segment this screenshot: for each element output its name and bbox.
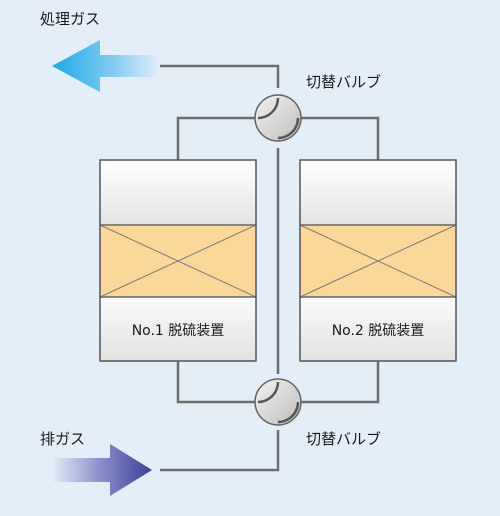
bottom-left-pipe: [176, 361, 258, 404]
inlet-pipe: [160, 430, 280, 472]
bottom-valve-label: 切替バルブ: [306, 430, 381, 448]
treated-gas-arrow: [52, 40, 160, 92]
unit1-vessel: [99, 159, 257, 362]
outlet-pipe: [160, 64, 280, 88]
bottom-right-pipe: [298, 361, 380, 404]
unit2-vessel: [299, 159, 457, 362]
exhaust-gas-label: 排ガス: [40, 430, 85, 448]
top-right-pipe: [298, 116, 380, 160]
bottom-switching-valve: [254, 378, 302, 426]
top-switching-valve: [254, 94, 302, 142]
unit2-label: No.2 脱硫装置: [332, 323, 425, 339]
top-valve-label: 切替バルブ: [306, 73, 381, 91]
unit1-label: No.1 脱硫装置: [132, 323, 225, 339]
pipes: [160, 64, 380, 472]
treated-gas-label: 処理ガス: [40, 10, 100, 28]
top-left-pipe: [176, 116, 258, 160]
exhaust-gas-arrow: [52, 444, 152, 496]
